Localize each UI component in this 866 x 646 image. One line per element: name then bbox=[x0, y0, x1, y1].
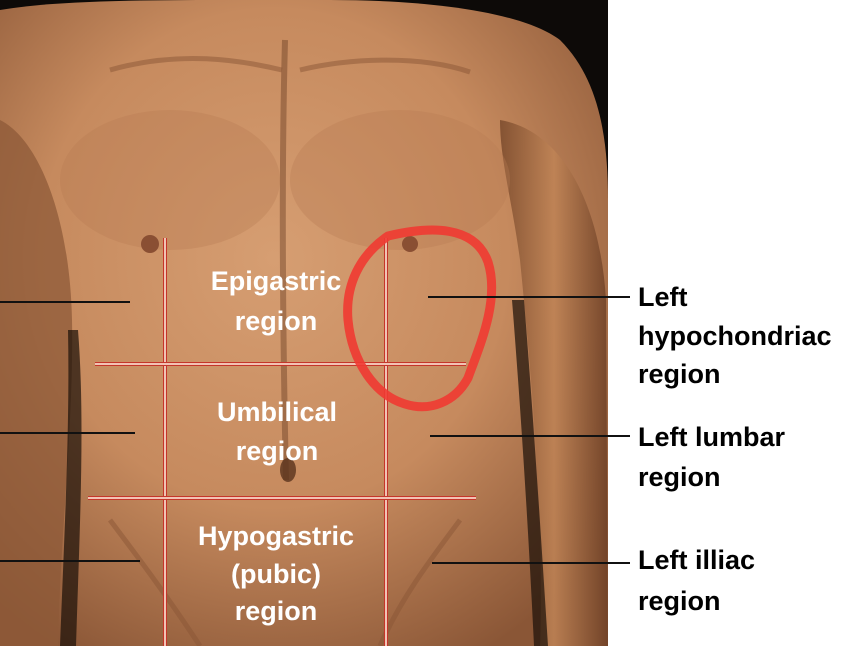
left-lumbar-line2: region bbox=[638, 462, 721, 492]
leader-lines bbox=[0, 296, 630, 564]
left-arm bbox=[500, 120, 608, 646]
pectoral-right bbox=[60, 110, 280, 250]
midline-groove bbox=[279, 39, 289, 481]
clavicles bbox=[109, 55, 471, 75]
pectoral-left bbox=[290, 110, 510, 250]
highlight-circle bbox=[343, 225, 497, 412]
umbilical-label-line2: region bbox=[236, 436, 319, 466]
hypogastric-label-line1: Hypogastric bbox=[198, 521, 354, 551]
torso bbox=[0, 0, 608, 646]
region-grid bbox=[88, 238, 476, 646]
gap-right bbox=[60, 330, 82, 646]
nipple-right bbox=[141, 235, 159, 253]
gap-left bbox=[512, 300, 548, 646]
left-illiac-line2: region bbox=[638, 586, 721, 616]
epigastric-label-line1: Epigastric bbox=[211, 266, 342, 296]
left-hypochondriac-line3: region bbox=[638, 359, 721, 389]
hypogastric-label-line2: (pubic) bbox=[231, 559, 321, 589]
umbilical-label-line1: Umbilical bbox=[217, 397, 337, 427]
left-hypochondriac-line1: Left bbox=[638, 282, 688, 312]
nipple-left bbox=[402, 236, 418, 252]
left-lumbar-line1: Left lumbar bbox=[638, 422, 786, 452]
right-arm bbox=[0, 120, 73, 646]
left-illiac-line1: Left illiac bbox=[638, 545, 755, 575]
white-margin bbox=[608, 0, 866, 646]
epigastric-label-line2: region bbox=[235, 306, 318, 336]
left-hypochondriac-line2: hypochondriac bbox=[638, 321, 832, 351]
navel bbox=[280, 458, 296, 482]
hypogastric-label-line3: region bbox=[235, 596, 318, 626]
